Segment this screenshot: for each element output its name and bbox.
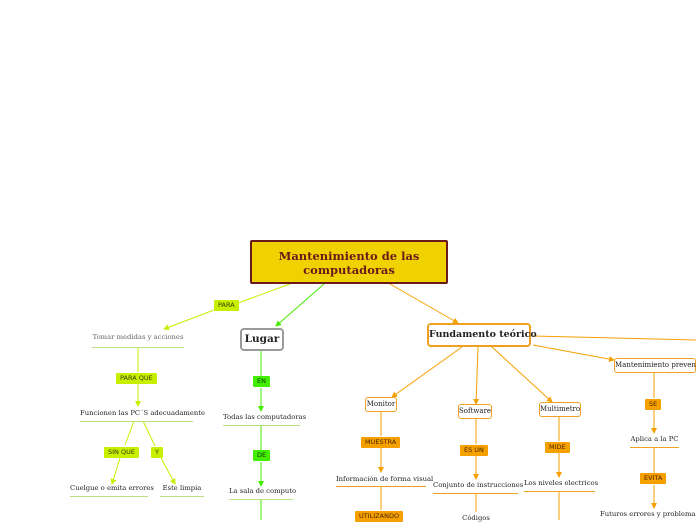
connector-para[interactable]: PARA <box>214 300 239 311</box>
node-multimetro[interactable]: Multimetro <box>539 402 581 417</box>
node-lugar[interactable]: Lugar <box>240 328 284 351</box>
connector-se[interactable]: SE <box>645 399 662 410</box>
branch-fundamento-lines <box>378 283 696 520</box>
node-limpia[interactable]: Este limpia <box>160 484 204 497</box>
node-funcionen-pcs[interactable]: Funcionen las PC´S adecuadamente <box>80 409 205 422</box>
branch-lugar-lines <box>258 283 325 520</box>
node-futuros-errores[interactable]: Futuros errores y problemas tecnicos <box>600 510 696 518</box>
node-sala-computo[interactable]: La sala de computo <box>229 487 296 500</box>
node-mant-preventivo[interactable]: Mantenimiento preventivo <box>614 358 696 373</box>
branch-para-lines <box>110 283 291 485</box>
connector-es-un[interactable]: ES UN <box>460 445 488 456</box>
node-software[interactable]: Software <box>458 404 492 419</box>
node-fundamento[interactable]: Fundamento teórico <box>427 323 537 347</box>
connector-sin-que[interactable]: SIN QUE <box>104 447 139 458</box>
connector-de[interactable]: DE <box>253 450 271 461</box>
connector-utilizando[interactable]: UTILIZANDO <box>355 511 404 522</box>
node-tomar-medidas[interactable]: Tomar medidas y acciones <box>92 333 184 348</box>
node-codigos[interactable]: Códigos <box>462 514 490 522</box>
node-monitor[interactable]: Monitor <box>365 397 397 412</box>
node-niveles-electricos[interactable]: Los niveles electricos <box>524 479 598 492</box>
connector-en[interactable]: EN <box>253 376 270 387</box>
node-conjunto-instrucciones[interactable]: Conjunto de instrucciones <box>433 481 523 494</box>
node-todas-computadoras[interactable]: Todas las computadoras <box>223 413 306 426</box>
root-topic[interactable]: Mantenimiento de las computadoras <box>250 240 448 284</box>
connector-mide[interactable]: MIDE <box>545 442 570 453</box>
connector-evita[interactable]: EVITA <box>640 473 667 484</box>
connector-muestra[interactable]: MUESTRA <box>361 437 401 448</box>
node-info-visual[interactable]: Información de forma visual <box>336 475 433 487</box>
node-aplica-pc[interactable]: Aplica a la PC <box>630 435 679 448</box>
connector-para-que[interactable]: PARA QUE <box>116 373 157 384</box>
node-cuelgue[interactable]: Cuelgue o emita errores <box>70 484 154 497</box>
connector-y[interactable]: Y <box>151 447 163 458</box>
